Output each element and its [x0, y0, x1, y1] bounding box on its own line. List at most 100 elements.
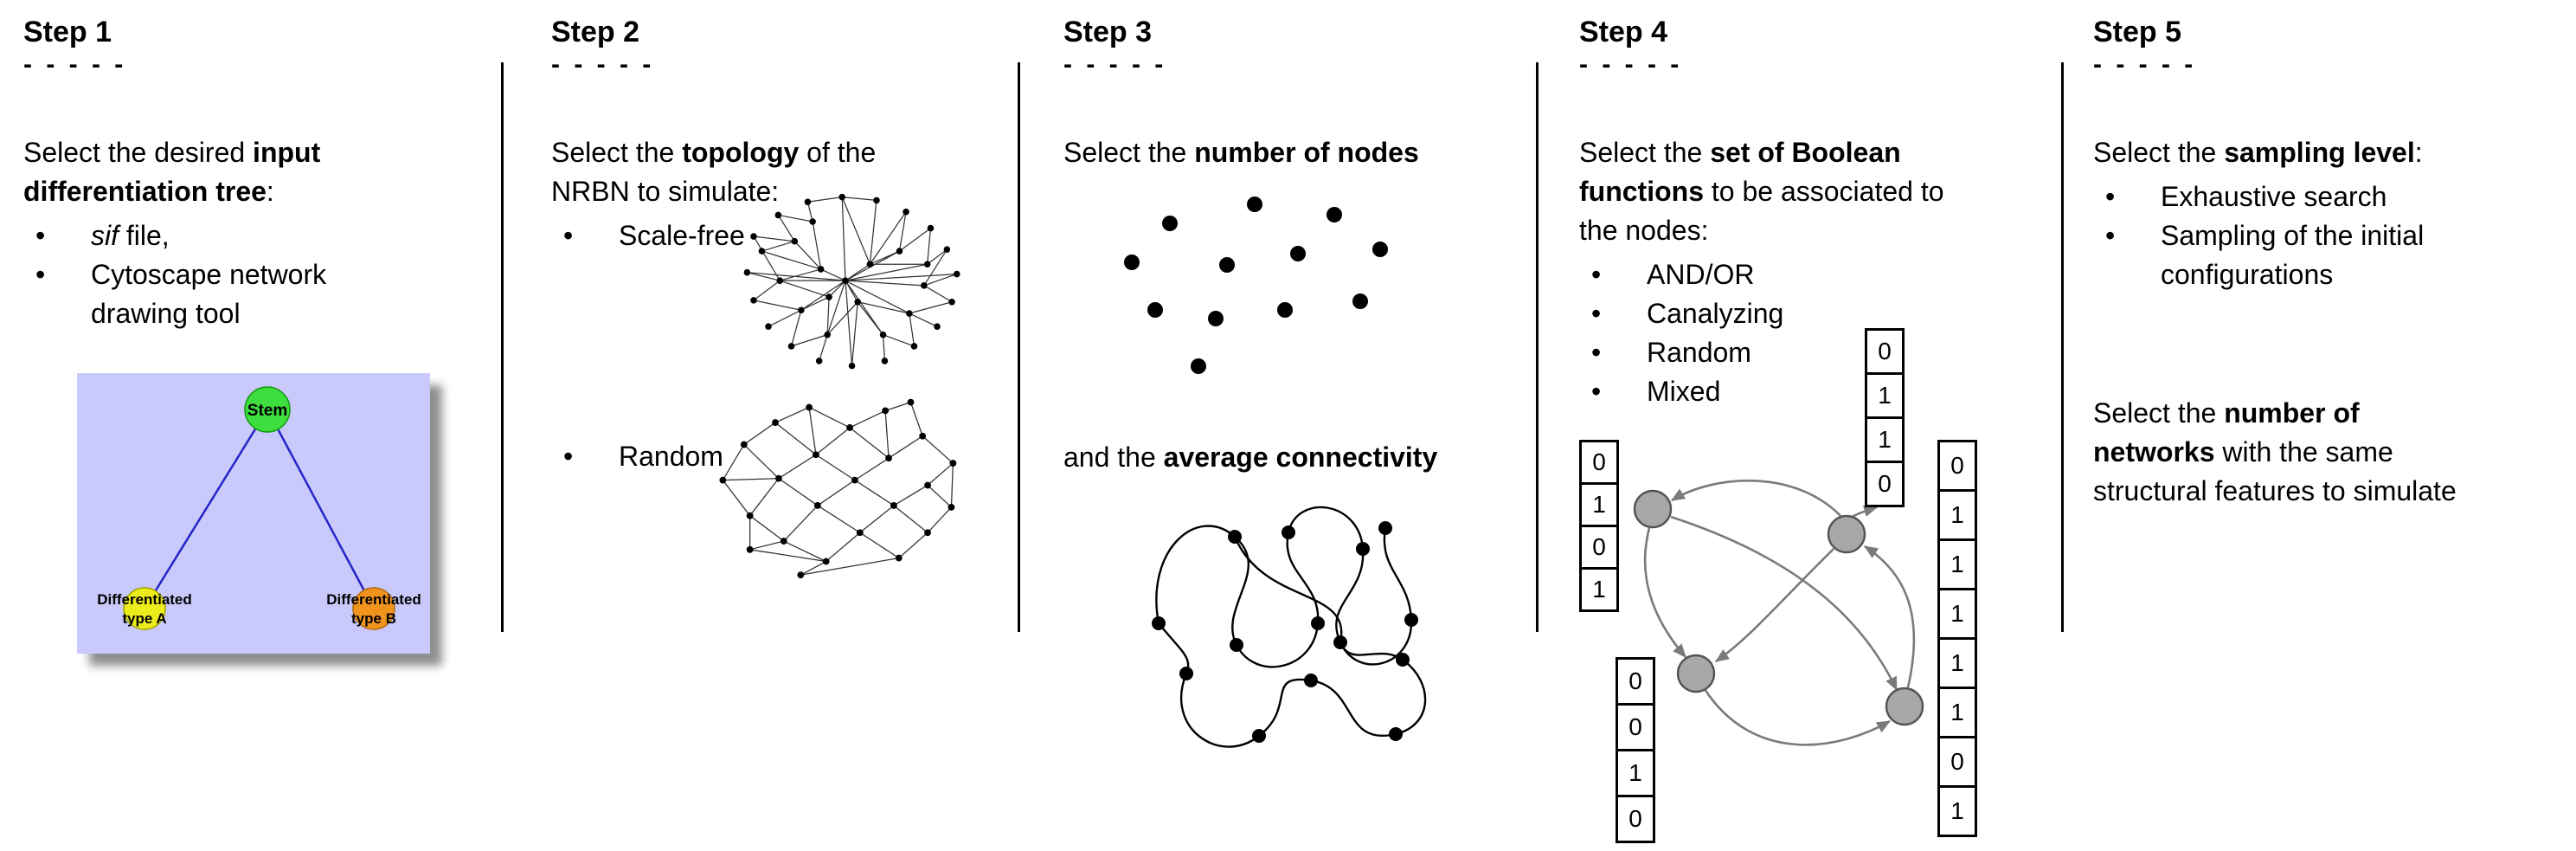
- truth-table-top: 0 1 1 0: [1865, 328, 1905, 507]
- step-1-column: Step 1 - - - - - Select the desired inpu…: [0, 0, 501, 851]
- network-node: [866, 261, 874, 268]
- bullet-item-random-functions: Random: [1579, 333, 2061, 372]
- step-5-dashes: - - - - -: [2093, 50, 2197, 79]
- type-a-node: [123, 587, 166, 630]
- network-node: [791, 237, 799, 245]
- step-3-number-of-nodes-text: Select the number of nodes: [1063, 137, 1419, 168]
- network-node: [903, 208, 909, 216]
- type-b-node: [352, 587, 395, 630]
- network-node: [1162, 216, 1178, 231]
- scale-free-network-illustration: [743, 193, 960, 370]
- step-2-dashes: - - - - -: [551, 50, 655, 79]
- network-node: [1372, 242, 1388, 257]
- network-node: [746, 512, 754, 519]
- network-node: [813, 451, 819, 459]
- truth-table-cell: 1: [1579, 482, 1619, 527]
- tree-edge-b: [266, 409, 376, 609]
- connectivity-nodes: [1152, 521, 1418, 743]
- network-node: [948, 503, 955, 511]
- network-node: [854, 298, 861, 306]
- type-a-label-line1: Differentiated: [97, 591, 192, 608]
- nodes-dots-illustration: [1124, 197, 1388, 374]
- network-node: [776, 277, 784, 284]
- network-node: [740, 441, 748, 448]
- network-node: [1219, 257, 1235, 273]
- network-node: [1327, 207, 1342, 222]
- network-node: [743, 268, 751, 276]
- connectivity-curves: [1155, 506, 1427, 748]
- step-4-title: Step 4: [1579, 16, 1668, 48]
- truth-table-cell: 0: [1579, 525, 1619, 570]
- network-node: [1290, 246, 1306, 261]
- network-node: [774, 211, 782, 219]
- truth-table-right: 0 1 1 1 1 1 0 1: [1937, 440, 1977, 837]
- step-5-number-of-networks-text: Select the number of networks with the s…: [2093, 397, 2457, 506]
- column-divider: [1018, 62, 1020, 632]
- network-node: [924, 481, 931, 489]
- network-node: [953, 270, 960, 278]
- network-node: [851, 476, 858, 484]
- bullet-item-and-or: AND/OR: [1579, 255, 2061, 294]
- network-node: [896, 248, 903, 255]
- connectivity-network-illustration: [1152, 506, 1427, 748]
- network-node: [921, 282, 928, 289]
- truth-table-cell: 1: [1937, 785, 1977, 837]
- boolean-node: [1633, 489, 1673, 529]
- network-node: [838, 193, 845, 201]
- network-edges: [722, 402, 954, 576]
- network-node: [1208, 311, 1224, 326]
- truth-table-cell: 0: [1616, 657, 1655, 706]
- network-node: [825, 293, 832, 300]
- stem-node: [244, 386, 291, 433]
- network-node: [746, 545, 754, 553]
- truth-table-cell: 1: [1937, 588, 1977, 640]
- network-node: [846, 424, 853, 431]
- network-node: [934, 323, 941, 330]
- column-divider: [2061, 62, 2064, 632]
- step-5-bullets: Exhaustive search Sampling of the initia…: [2093, 177, 2576, 294]
- step-1-dashes: - - - - -: [23, 50, 127, 79]
- network-node: [817, 266, 825, 273]
- network-node: [824, 331, 831, 338]
- truth-table-cell: 0: [1937, 736, 1977, 788]
- tree-edges: [143, 409, 376, 609]
- network-node: [719, 476, 727, 484]
- network-node: [813, 502, 821, 509]
- boolean-network-illustration: [1633, 479, 1924, 746]
- network-node: [885, 455, 892, 462]
- network-node: [815, 358, 823, 364]
- boolean-node: [1676, 654, 1716, 693]
- network-node: [1352, 293, 1368, 309]
- network-node: [848, 362, 856, 370]
- network-node: [806, 403, 813, 411]
- network-node: [1191, 358, 1206, 374]
- step-3-title: Step 3: [1063, 16, 1153, 48]
- network-node: [750, 297, 757, 304]
- network-node: [772, 419, 779, 427]
- truth-table-cell: 1: [1579, 567, 1619, 612]
- network-node: [822, 558, 830, 565]
- step-4-column: Step 4 - - - - - Select the set of Boole…: [1539, 0, 2061, 851]
- boolean-network-nodes: [1633, 489, 1924, 726]
- type-b-label-line1: Differentiated: [326, 591, 421, 608]
- network-node: [1147, 302, 1163, 318]
- truth-table-cell: 1: [1937, 637, 1977, 689]
- network-node: [882, 407, 890, 415]
- step-3-dashes: - - - - -: [1063, 50, 1167, 79]
- network-node: [910, 343, 918, 350]
- bullet-item-random: Random: [551, 437, 1018, 476]
- network-node: [804, 198, 812, 206]
- random-network-illustration: [719, 398, 957, 579]
- network-node: [923, 261, 931, 268]
- step-2-bullets: Scale-free Random: [551, 216, 1018, 476]
- network-node: [948, 298, 955, 306]
- bullet-item-scale-free: Scale-free: [551, 216, 1018, 255]
- bullet-item-canalyzing: Canalyzing: [1579, 294, 2061, 333]
- truth-table-cell: 1: [1865, 372, 1905, 419]
- network-node: [879, 331, 887, 338]
- step-1-title: Step 1: [23, 16, 112, 48]
- bullet-item-mixed: Mixed: [1579, 372, 2061, 411]
- stem-label: Stem: [247, 402, 287, 420]
- truth-table-bottom-left: 0 0 1 0: [1616, 657, 1655, 843]
